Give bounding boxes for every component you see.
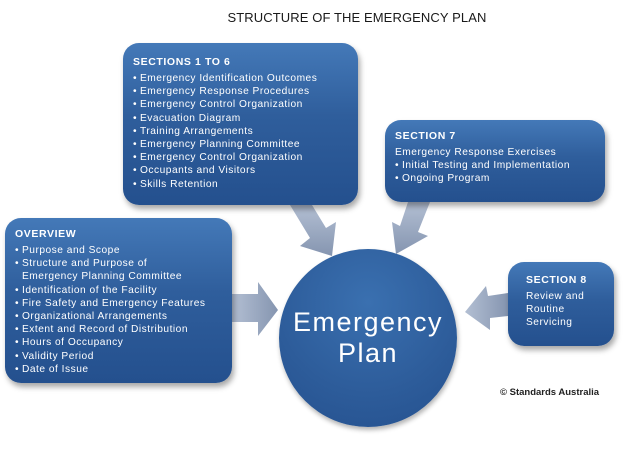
list-item: •Emergency Identification Outcomes <box>133 73 318 84</box>
list-item: •Occupants and Visitors <box>133 165 256 177</box>
arrow-overview <box>232 282 278 336</box>
list-item: •Identification of the Facility <box>15 284 158 296</box>
section-7-box: SECTION 7 Emergency Response Exercises •… <box>385 120 605 202</box>
diagram-title: STRUCTURE OF THE EMERGENCY PLAN <box>227 10 487 25</box>
list-item: •Training Arrangements <box>133 125 254 137</box>
copyright-credit: © Standards Australia <box>500 387 600 398</box>
list-item: •Validity Period <box>15 350 94 362</box>
list-item: •Skills Retention <box>133 178 219 190</box>
circle-label-line-1: Emergency <box>292 307 444 337</box>
sections-1-to-6-box: SECTIONS 1 TO 6 •Emergency Identificatio… <box>123 43 358 205</box>
overview-heading: OVERVIEW <box>15 228 77 240</box>
sections-1-to-6-list: •Emergency Identification Outcomes •Emer… <box>133 72 348 191</box>
arrow-section-8 <box>465 286 508 330</box>
list-item: •Date of Issue <box>15 363 89 375</box>
section-8-heading: SECTION 8 <box>526 274 587 286</box>
circle-label-line-2: Plan <box>337 338 399 368</box>
list-item: •Extent and Record of Distribution <box>15 324 188 336</box>
list-item: •Hours of Occupancy <box>15 337 124 349</box>
emergency-plan-circle: Emergency Plan <box>279 249 457 427</box>
sections-1-to-6-heading: SECTIONS 1 TO 6 <box>133 56 231 68</box>
list-item: •Organizational Arrangements <box>15 311 168 323</box>
list-item: •Purpose and Scope <box>15 245 120 256</box>
list-item: •Initial Testing and Implementation <box>395 160 571 172</box>
list-item: •Evacuation Diagram <box>133 112 241 124</box>
list-item: •Emergency Response Procedures <box>133 86 310 98</box>
list-item: •Emergency Control Organization <box>133 152 303 164</box>
section-7-list: •Initial Testing and Implementation •Ong… <box>395 159 595 185</box>
section-8-line: Routine <box>526 304 565 316</box>
list-item: •Ongoing Program <box>395 173 490 185</box>
list-item: •Emergency Control Organization <box>133 99 303 111</box>
overview-list: •Purpose and Scope •Structure and Purpos… <box>15 244 222 376</box>
arrow-sections-1-6 <box>290 205 336 256</box>
overview-box: OVERVIEW •Purpose and Scope •Structure a… <box>5 218 232 383</box>
section-8-line: Review and <box>526 291 585 302</box>
section-8-box: SECTION 8 Review and Routine Servicing <box>508 262 614 346</box>
arrow-section-7 <box>392 202 430 254</box>
section-8-line: Servicing <box>526 317 573 329</box>
list-item: •Fire Safety and Emergency Features <box>15 297 206 309</box>
section-7-lead: Emergency Response Exercises <box>395 147 557 158</box>
section-7-heading: SECTION 7 <box>395 130 456 142</box>
list-item: •Emergency Planning Committee <box>133 139 301 151</box>
